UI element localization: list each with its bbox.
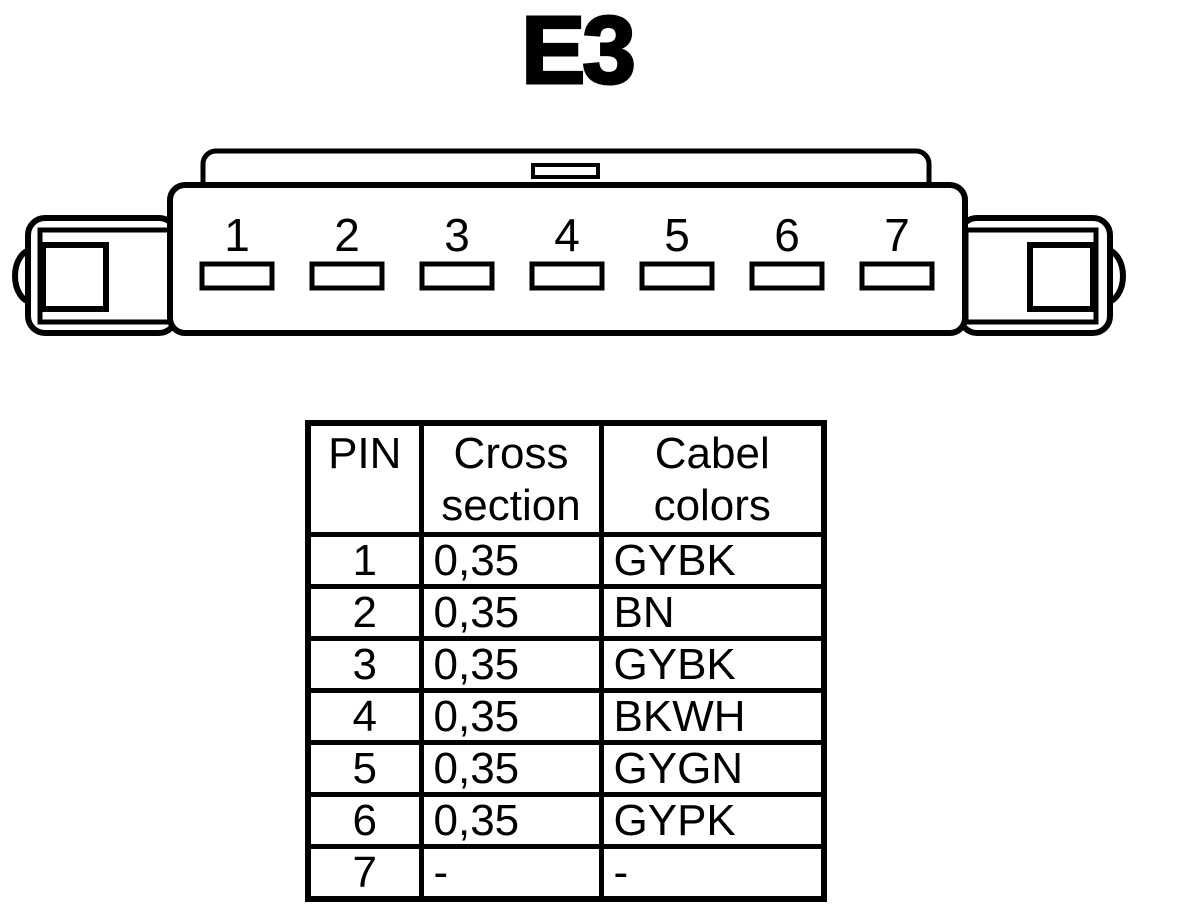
pin-table-row: 7-- xyxy=(305,844,827,902)
header-pin: PIN xyxy=(305,420,424,537)
pin-slot-6 xyxy=(749,261,825,291)
pin-slot-7 xyxy=(859,261,935,291)
pin-slot-3 xyxy=(419,261,495,291)
connector-title: E3 xyxy=(520,0,637,104)
pin-number-cell: 5 xyxy=(305,740,424,797)
pin-label-6: 6 xyxy=(774,209,800,261)
pin-label-5: 5 xyxy=(664,209,690,261)
pin-label-4: 4 xyxy=(554,209,580,261)
cable-color-cell: - xyxy=(598,844,827,902)
cable-color-cell: BKWH xyxy=(598,688,827,745)
connector-drawing: 1 2 3 4 5 6 7 xyxy=(12,148,1126,336)
header-cabel-colors: Cabel colors xyxy=(598,420,827,537)
cross-section-cell: 0,35 xyxy=(418,688,604,745)
cross-section-cell: 0,35 xyxy=(418,792,604,849)
cable-color-cell: GYGN xyxy=(598,740,827,797)
cross-section-cell: 0,35 xyxy=(418,636,604,693)
pin-number-cell: 3 xyxy=(305,636,424,693)
pin-number-cell: 4 xyxy=(305,688,424,745)
pin-slot-2 xyxy=(309,261,385,291)
cross-section-cell: - xyxy=(418,844,604,902)
cable-color-cell: GYBK xyxy=(598,532,827,589)
left-latch-window xyxy=(40,242,109,312)
pin-slot-4 xyxy=(529,261,605,291)
pin-label-7: 7 xyxy=(884,209,910,261)
pin-number-cell: 6 xyxy=(305,792,424,849)
pin-number-cell: 1 xyxy=(305,532,424,589)
right-latch-window xyxy=(1027,242,1096,312)
pin-label-1: 1 xyxy=(224,209,250,261)
pin-table-header-row: PIN Cross section Cabel colors xyxy=(305,420,827,537)
header-cross-section: Cross section xyxy=(418,420,604,537)
pin-slot-5 xyxy=(639,261,715,291)
cable-color-cell: BN xyxy=(598,584,827,641)
pin-number-cell: 7 xyxy=(305,844,424,902)
pin-label-2: 2 xyxy=(334,209,360,261)
cable-color-cell: GYBK xyxy=(598,636,827,693)
cross-section-cell: 0,35 xyxy=(418,584,604,641)
lid-tab xyxy=(531,163,600,179)
cross-section-cell: 0,35 xyxy=(418,532,604,589)
pin-slot-1 xyxy=(199,261,275,291)
pin-number-cell: 2 xyxy=(305,584,424,641)
cross-section-cell: 0,35 xyxy=(418,740,604,797)
cable-color-cell: GYPK xyxy=(598,792,827,849)
pin-label-3: 3 xyxy=(444,209,470,261)
